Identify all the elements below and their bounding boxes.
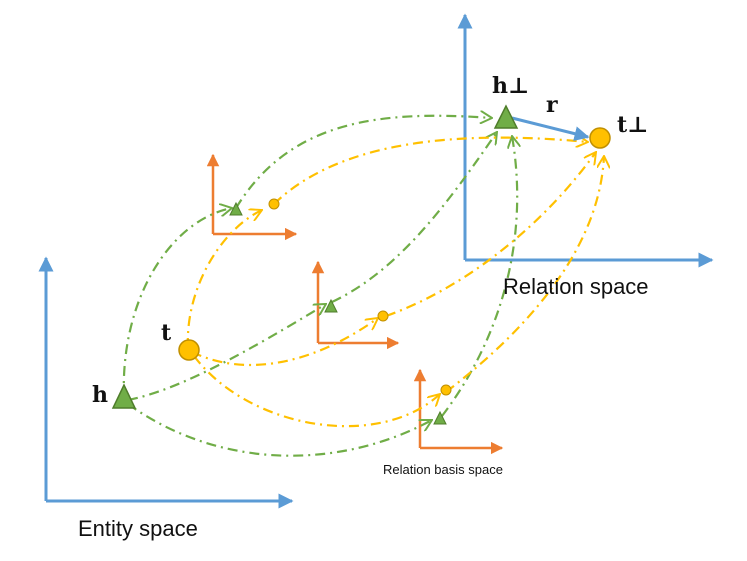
r-vector <box>511 116 590 142</box>
yellow-arrow-basis1-to-tperp <box>273 138 588 205</box>
label-entity-space: Entity space <box>78 516 198 541</box>
green-arrow-basis3-to-hperp <box>441 136 517 417</box>
yellow-projection-arrows <box>186 138 604 428</box>
green-arrow-basis1-to-hperp <box>235 116 492 209</box>
t-perp-circle-marker <box>589 127 611 149</box>
green-arrow-h-to-basis1 <box>122 208 232 399</box>
label-t: t <box>161 320 172 346</box>
basis3-triangle-marker <box>433 410 447 425</box>
green-arrow-h-to-basis2 <box>127 304 326 402</box>
label-relation-space: Relation space <box>503 274 649 299</box>
basis2-circle-marker <box>377 310 389 322</box>
yellow-arrow-basis2-to-tperp <box>385 152 596 318</box>
h-triangle-marker <box>111 383 137 409</box>
h-perp-triangle-marker <box>493 104 519 129</box>
green-arrow-h-to-basis3 <box>127 403 432 457</box>
green-projection-arrows <box>122 116 517 457</box>
basis2-triangle-marker <box>324 298 338 313</box>
label-h-perp: h⊥ <box>492 73 529 99</box>
basis1-triangle-marker <box>229 201 243 216</box>
basis-axes-1 <box>206 153 298 241</box>
basis-axes-3 <box>413 368 504 455</box>
basis1-circle-marker <box>268 198 280 210</box>
entity-space-axes <box>38 256 294 509</box>
yellow-arrow-t-to-basis1 <box>186 210 262 349</box>
label-relation-basis-space: Relation basis space <box>383 462 503 477</box>
basis-axes-2 <box>311 260 400 350</box>
label-r: r <box>546 92 558 118</box>
yellow-arrow-t-to-basis2 <box>191 318 378 367</box>
yellow-arrow-basis3-to-tperp <box>445 156 604 393</box>
basis3-circle-marker <box>440 384 452 396</box>
yellow-arrow-t-to-basis3 <box>193 355 440 428</box>
label-t-perp: t⊥ <box>617 112 648 138</box>
label-h: h <box>92 382 108 408</box>
t-circle-marker <box>178 339 200 361</box>
green-arrow-basis2-to-hperp <box>331 132 497 303</box>
